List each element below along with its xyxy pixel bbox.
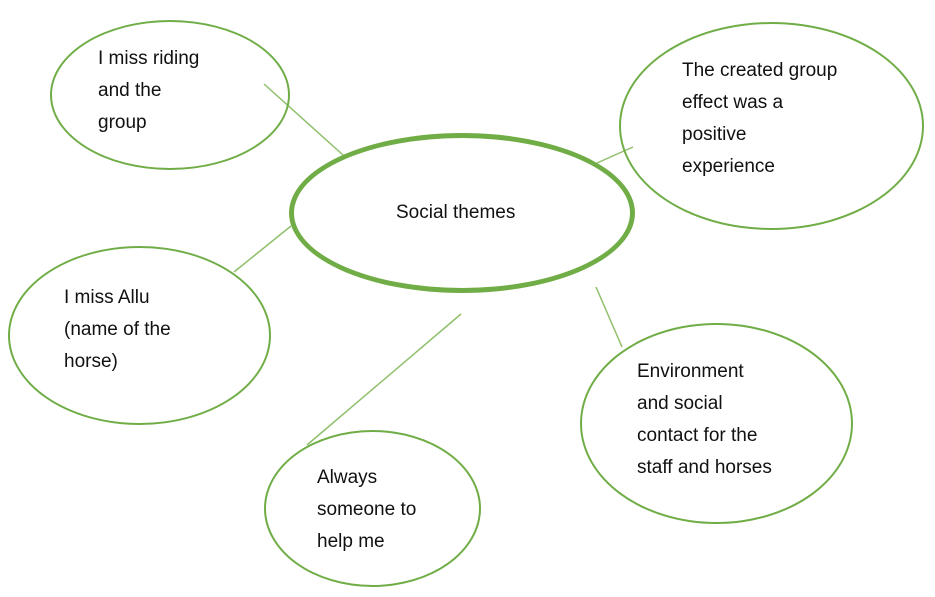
- node-environment: [580, 323, 853, 524]
- connector-environment: [595, 286, 623, 348]
- node-riding: [50, 20, 290, 170]
- central-node-label: Social themes: [396, 202, 516, 223]
- node-group-effect-label: The created group effect was a positive …: [682, 60, 838, 177]
- node-allu-label: I miss Allu (name of the horse): [64, 287, 171, 372]
- node-riding-label: I miss riding and the group: [98, 48, 200, 133]
- node-environment-label: Environment and social contact for the s…: [637, 361, 772, 478]
- connector-allu: [233, 225, 292, 273]
- central-node: [289, 133, 635, 293]
- node-help: [264, 430, 481, 587]
- connector-help: [306, 313, 462, 446]
- node-allu: [8, 246, 271, 425]
- node-help-label: Always someone to help me: [317, 467, 417, 552]
- node-group-effect: [619, 22, 924, 230]
